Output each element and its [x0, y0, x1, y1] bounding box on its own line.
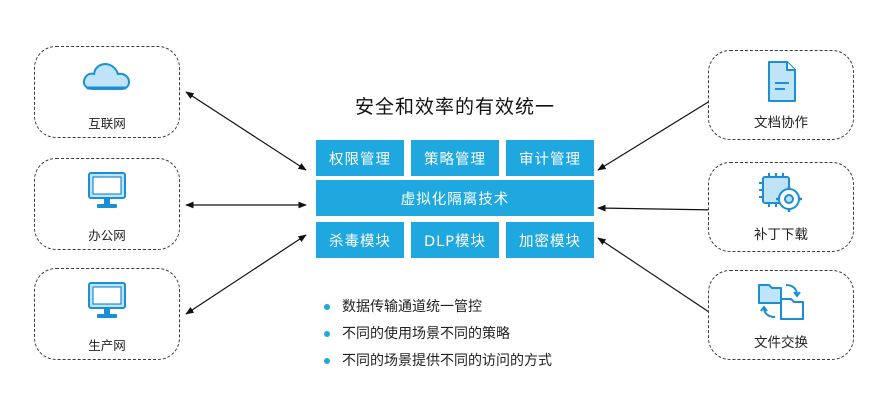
feature-list: 数据传输通道统一管控 不同的使用场景不同的策略 不同的场景提供不同的访问的方式 — [322, 296, 552, 377]
box-permission-management: 权限管理 — [316, 140, 404, 176]
node-patch-download: 补丁下载 — [708, 162, 854, 252]
box-encryption-module: 加密模块 — [506, 222, 594, 258]
box-antivirus-module: 杀毒模块 — [316, 222, 404, 258]
node-office-network: 办公网 — [34, 158, 180, 250]
file-exchange-icon — [755, 279, 807, 327]
diagram-title: 安全和效率的有效统一 — [354, 96, 555, 118]
bullet-dot — [324, 304, 330, 310]
cloud-icon — [79, 57, 135, 101]
box-audit-management: 审计管理 — [506, 140, 594, 176]
node-label: 文件交换 — [754, 335, 808, 351]
gear-chip-icon — [757, 171, 805, 219]
node-label: 互联网 — [88, 116, 126, 131]
list-item-text: 数据传输通道统一管控 — [342, 299, 482, 315]
connector-production — [185, 234, 307, 315]
node-label: 办公网 — [88, 228, 126, 243]
node-internet: 互联网 — [34, 46, 180, 138]
document-icon — [761, 59, 801, 109]
node-production-network: 生产网 — [34, 268, 180, 360]
box-virtualization-isolation: 虚拟化隔离技术 — [316, 180, 594, 216]
monitor-icon — [85, 279, 129, 325]
node-label: 文档协作 — [754, 115, 808, 131]
node-label: 补丁下载 — [754, 227, 808, 243]
node-label: 生产网 — [88, 338, 126, 353]
bullet-dot — [324, 358, 330, 364]
node-doc-collaboration: 文档协作 — [708, 50, 854, 140]
list-item: 数据传输通道统一管控 — [322, 296, 552, 323]
connector-internet — [185, 91, 307, 171]
monitor-icon — [85, 169, 129, 215]
list-item: 不同的使用场景不同的策略 — [322, 323, 552, 350]
list-item-text: 不同的场景提供不同的访问的方式 — [342, 353, 552, 369]
list-item: 不同的场景提供不同的访问的方式 — [322, 350, 552, 377]
connector-docs — [597, 95, 719, 171]
connector-file — [597, 237, 719, 319]
box-dlp-module: DLP模块 — [411, 222, 499, 258]
bullet-dot — [324, 331, 330, 337]
node-file-exchange: 文件交换 — [708, 270, 854, 360]
box-policy-management: 策略管理 — [411, 140, 499, 176]
list-item-text: 不同的使用场景不同的策略 — [342, 326, 510, 342]
connector-patch — [597, 204, 719, 214]
